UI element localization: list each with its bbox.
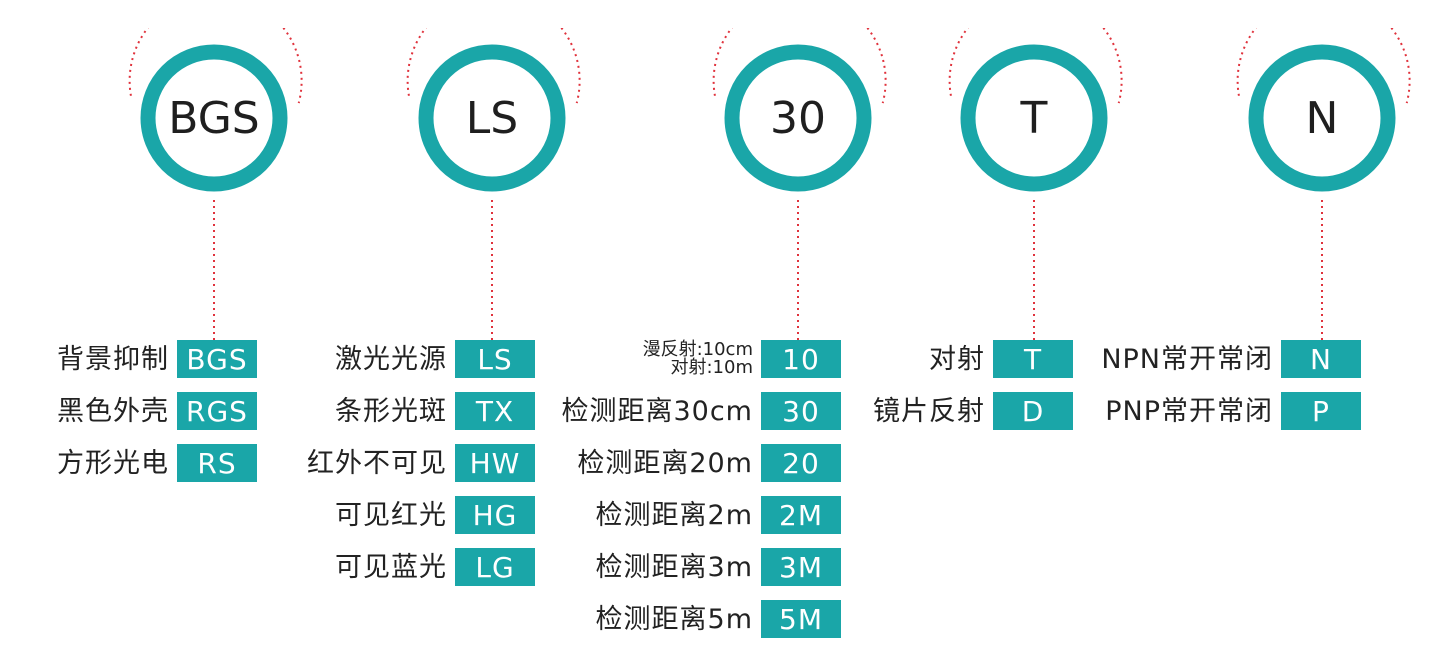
option-label: 可见红光 [335, 499, 447, 531]
option-code-badge: N [1281, 340, 1361, 378]
code-circle-output: N [1232, 28, 1412, 208]
option-label-line: 漫反射:10cm [642, 339, 753, 360]
option-row: 检测距离20m 20 [577, 444, 841, 482]
option-row: 条形光斑 TX [335, 392, 535, 430]
option-label: 检测距离2m [595, 499, 753, 531]
option-code-badge: RGS [177, 392, 257, 430]
option-row: 镜片反射 D [873, 392, 1073, 430]
option-code-badge: 2M [761, 496, 841, 534]
option-row: 检测距离30cm 30 [561, 392, 841, 430]
teal-ring [724, 44, 872, 192]
option-row: 漫反射:10cm 对射:10m 10 [643, 340, 841, 378]
option-row: 检测距离2m 2M [596, 496, 841, 534]
option-code-badge: LS [455, 340, 535, 378]
ring-graphic [1236, 28, 1411, 192]
option-label: 漫反射:10cm 对射:10m [643, 341, 761, 377]
option-row: 检测距离5m 5M [596, 600, 841, 638]
option-label: 背景抑制 [57, 343, 169, 375]
ring-graphic [712, 28, 887, 192]
option-row: 黑色外壳 RGS [57, 392, 257, 430]
option-code-badge: 5M [761, 600, 841, 638]
option-code-badge: RS [177, 444, 257, 482]
option-label: 检测距离30cm [561, 395, 753, 427]
code-circle-distance: 30 [708, 28, 888, 208]
option-label: 检测距离5m [595, 603, 753, 635]
option-label: PNP常开常闭 [1105, 395, 1273, 427]
option-row: 背景抑制 BGS [57, 340, 257, 378]
option-code-badge: P [1281, 392, 1361, 430]
teal-ring [1248, 44, 1396, 192]
option-label: 可见蓝光 [335, 551, 447, 583]
option-label: 检测距离3m [595, 551, 753, 583]
option-code-badge: 20 [761, 444, 841, 482]
option-row: 激光光源 LS [335, 340, 535, 378]
option-row: 可见红光 HG [335, 496, 535, 534]
option-row: 可见蓝光 LG [335, 548, 535, 586]
code-circle-text: N [1305, 92, 1339, 144]
option-code-badge: HG [455, 496, 535, 534]
option-label: 方形光电 [57, 447, 169, 479]
option-row: NPN常开常闭 N [1101, 340, 1361, 378]
code-circle-light-source: LS [402, 28, 582, 208]
option-code-badge: 10 [761, 340, 841, 378]
code-circle-series: BGS [124, 28, 304, 208]
option-row: 红外不可见 HW [307, 444, 535, 482]
option-code-badge: D [993, 392, 1073, 430]
code-circle-text: T [1020, 92, 1048, 144]
option-label: NPN常开常闭 [1101, 343, 1273, 375]
option-code-badge: LG [455, 548, 535, 586]
ring-graphic [128, 28, 303, 192]
option-row: 方形光电 RS [57, 444, 257, 482]
option-code-badge: TX [455, 392, 535, 430]
option-label: 激光光源 [335, 343, 447, 375]
option-row: PNP常开常闭 P [1105, 392, 1361, 430]
code-circle-text: LS [465, 92, 519, 144]
option-label: 条形光斑 [335, 395, 447, 427]
option-label: 红外不可见 [307, 447, 447, 479]
option-label: 黑色外壳 [57, 395, 169, 427]
ring-graphic [406, 28, 581, 192]
option-label: 检测距离20m [577, 447, 753, 479]
option-code-badge: BGS [177, 340, 257, 378]
option-label-line: 对射:10m [670, 357, 753, 378]
option-row: 对射 T [929, 340, 1073, 378]
option-row: 检测距离3m 3M [596, 548, 841, 586]
code-circle-mode: T [944, 28, 1124, 208]
option-code-badge: 3M [761, 548, 841, 586]
code-circle-text: 30 [770, 92, 826, 144]
option-code-badge: 30 [761, 392, 841, 430]
teal-ring [960, 44, 1108, 192]
teal-ring [418, 44, 566, 192]
teal-ring [140, 44, 288, 192]
option-code-badge: HW [455, 444, 535, 482]
option-label: 对射 [929, 343, 985, 375]
ring-graphic [948, 28, 1123, 192]
option-label: 镜片反射 [873, 395, 985, 427]
code-circle-text: BGS [168, 92, 260, 144]
option-code-badge: T [993, 340, 1073, 378]
